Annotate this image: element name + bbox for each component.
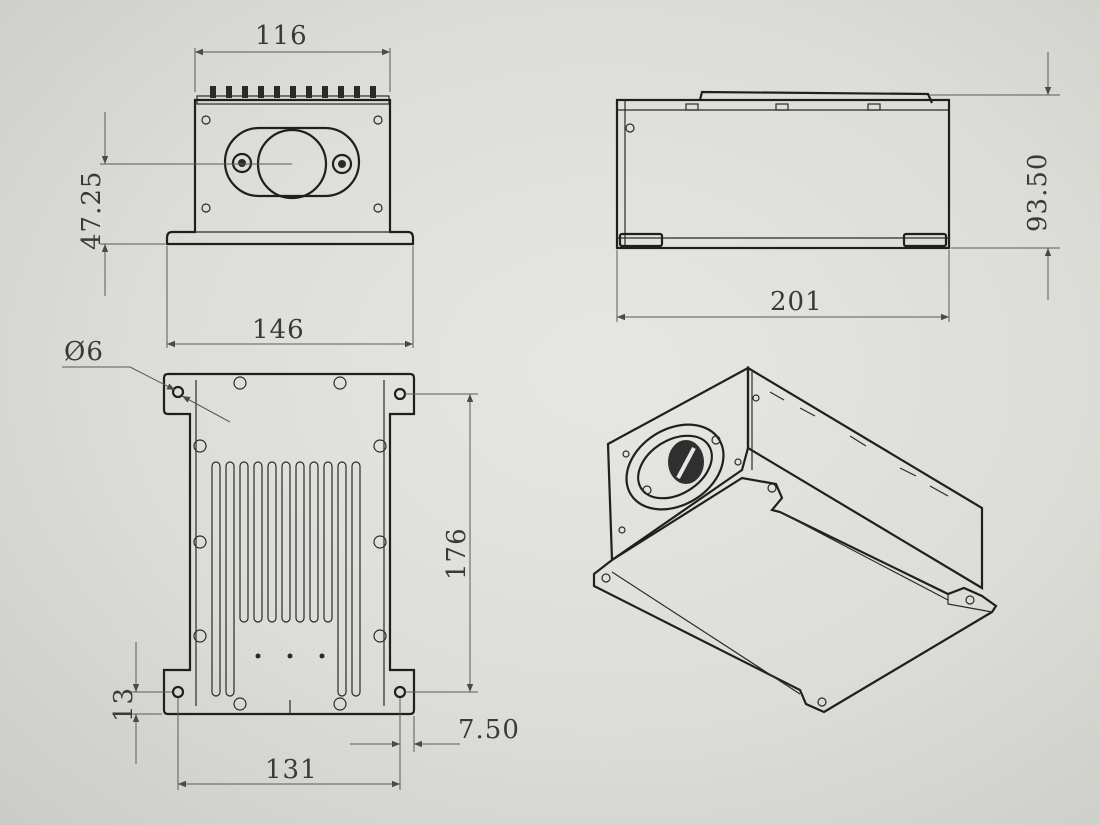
dim-side-length: 201 <box>770 287 823 317</box>
aperture-plate <box>223 126 361 198</box>
dim-bottom-hole-spacing-x: 131 <box>265 755 318 785</box>
bottom-view-dimensions: Ø6 176 13 131 7.50 <box>62 337 520 790</box>
dim-front-base-width: 146 <box>252 315 305 345</box>
isometric-aperture <box>625 423 725 511</box>
dim-bottom-offset-x: 7.50 <box>458 715 520 745</box>
bottom-view <box>162 372 416 716</box>
dim-front-height: 47.25 <box>77 171 107 250</box>
isometric-base-plate <box>592 476 998 714</box>
dim-hole-diameter: Ø6 <box>64 337 104 367</box>
side-view-body <box>615 98 951 250</box>
dim-bottom-offset: 13 <box>109 687 139 722</box>
side-view: 93.50 201 <box>615 52 1060 322</box>
front-view <box>100 86 415 246</box>
isometric-view <box>592 366 998 714</box>
dim-top-width: 116 <box>255 21 308 51</box>
bottom-view-body <box>162 372 416 716</box>
front-view-body <box>165 98 415 246</box>
front-view-dimensions: 116 47.25 146 <box>77 21 414 348</box>
bottom-view-fins <box>211 461 361 697</box>
front-view-fins <box>196 86 390 105</box>
dim-bottom-hole-spacing-y: 176 <box>442 527 472 580</box>
dim-side-height: 93.50 <box>1023 153 1053 232</box>
